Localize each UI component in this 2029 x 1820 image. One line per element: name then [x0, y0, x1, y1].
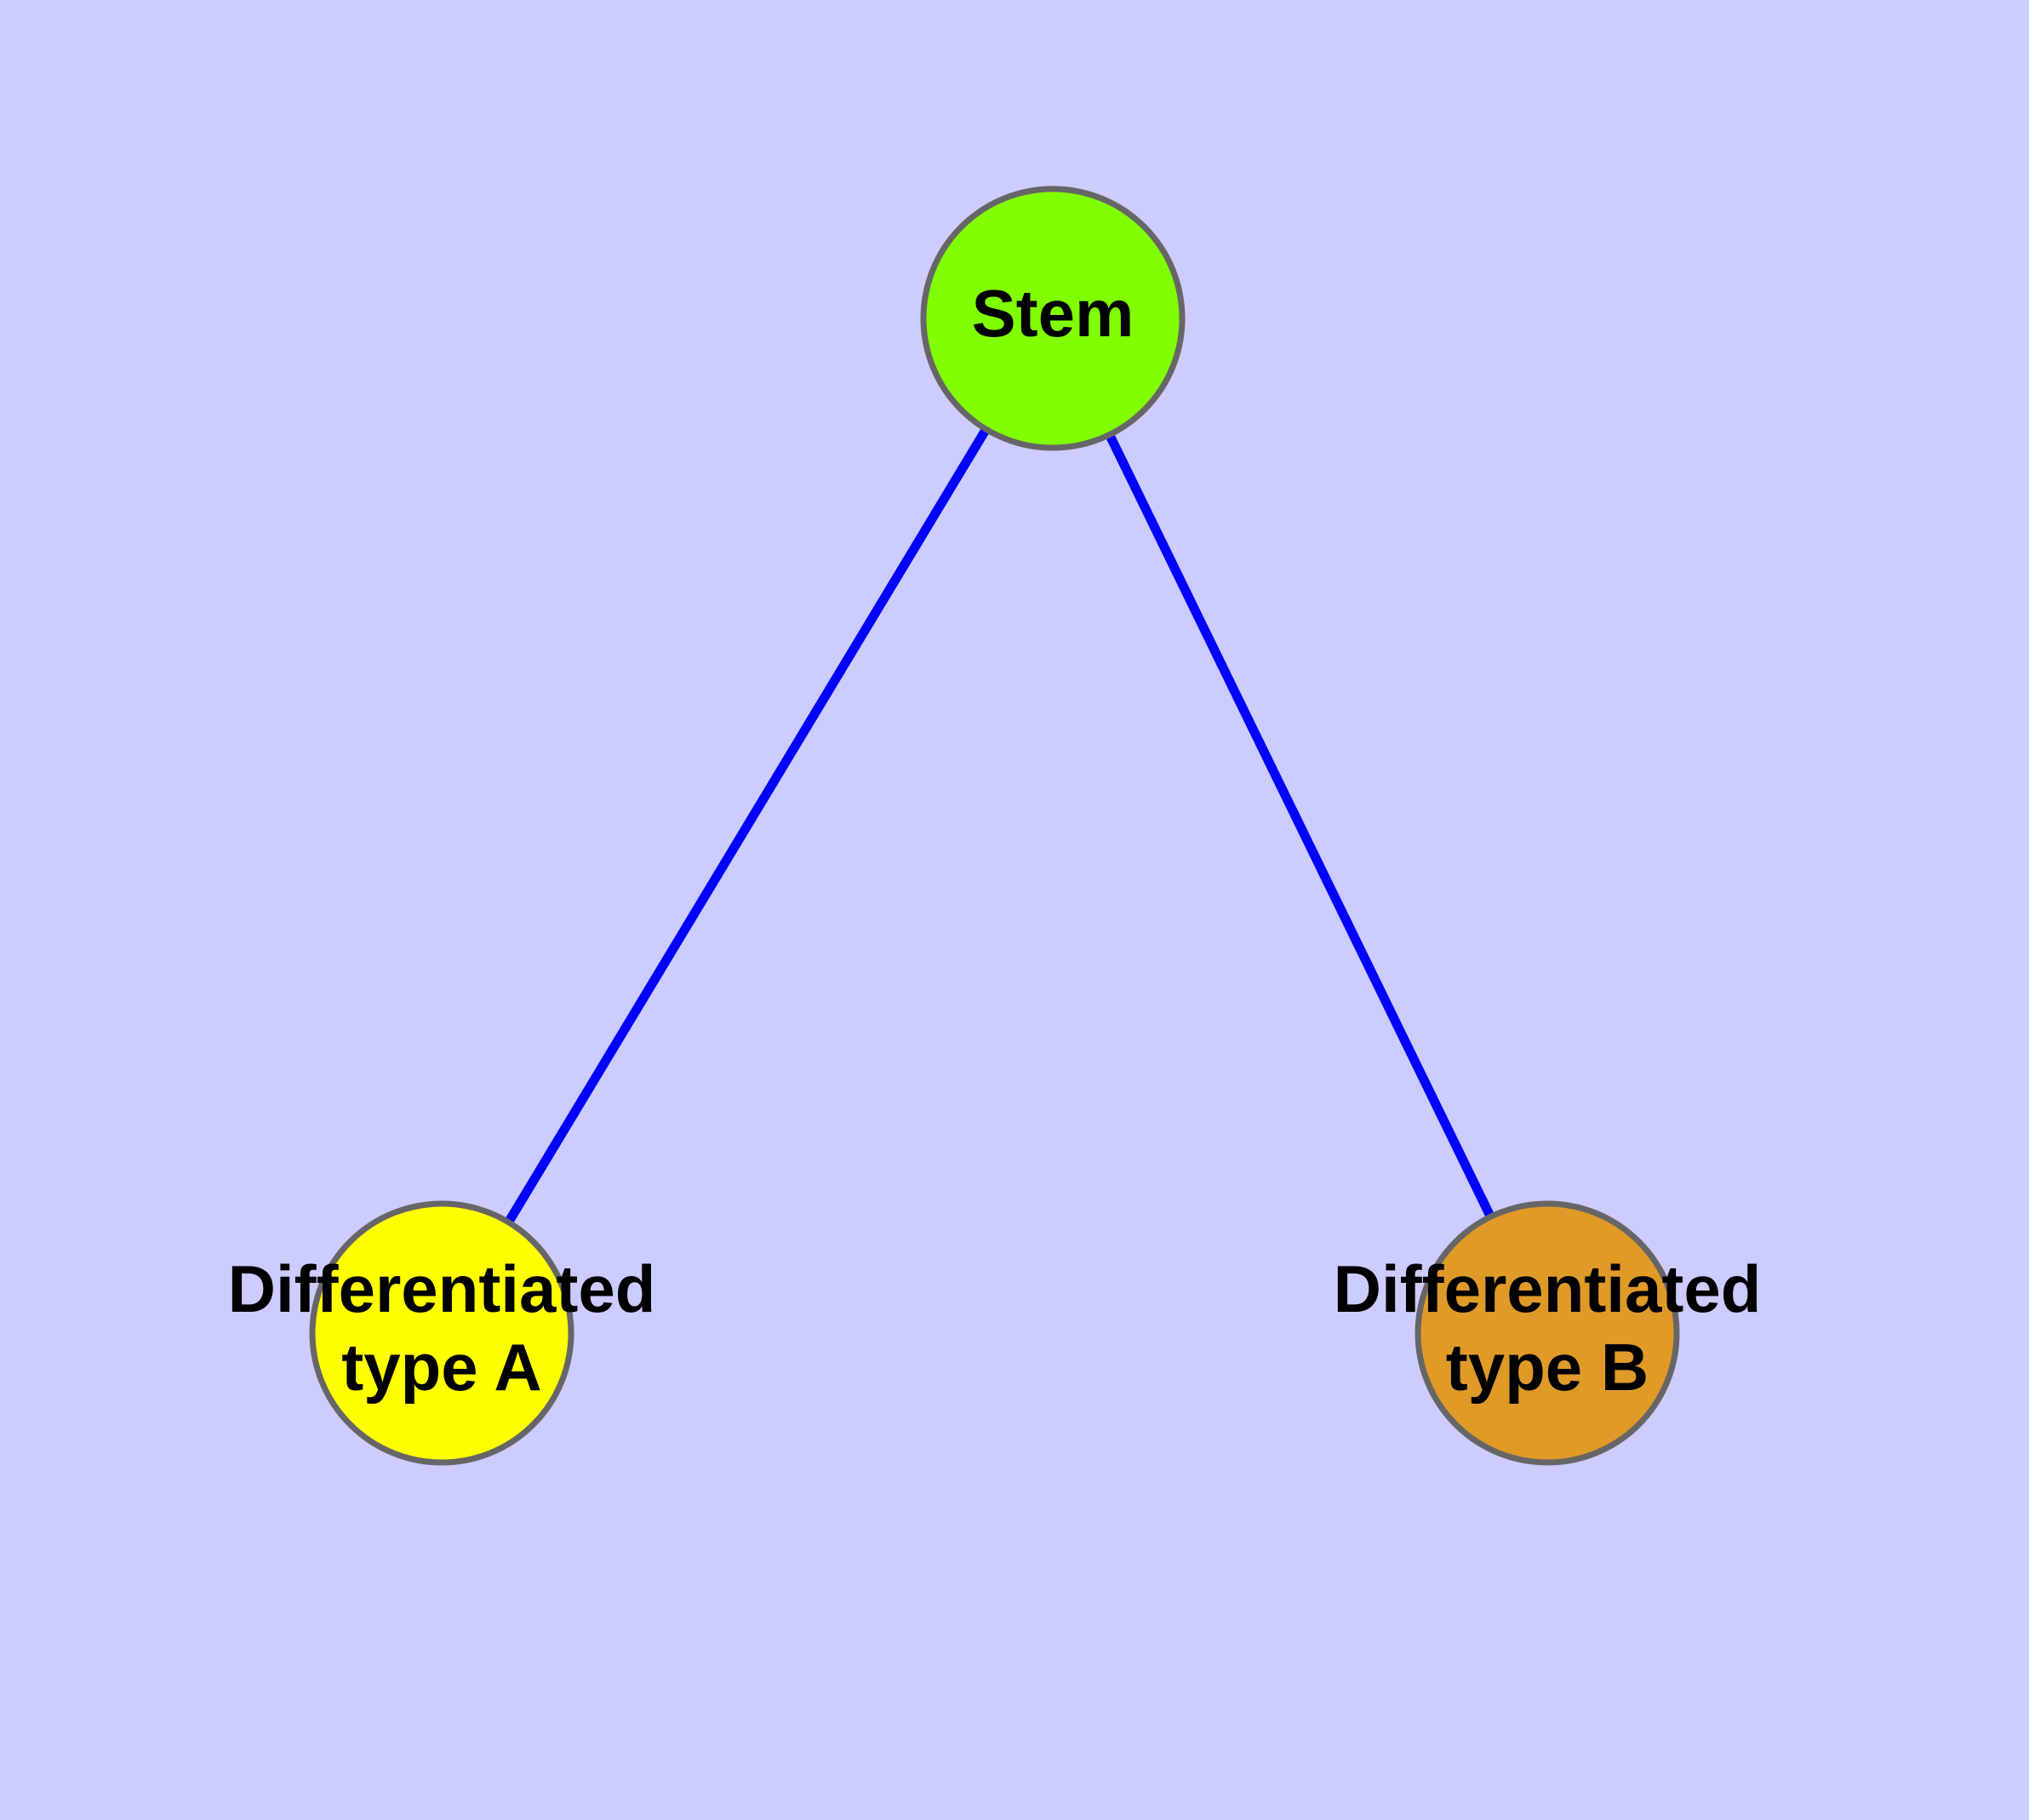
graph-edge-stem-to-a[interactable]: [503, 425, 992, 1227]
node-circle-diff_b[interactable]: [1415, 1200, 1680, 1466]
node-label-line: Differentiated: [228, 1251, 656, 1326]
node-label-line: Differentiated: [1334, 1251, 1762, 1326]
node-circle-diff_a[interactable]: [309, 1200, 574, 1466]
graph-node-stem[interactable]: Stem: [920, 186, 1186, 451]
node-label-line: type B: [1446, 1330, 1649, 1405]
node-label-line: type A: [341, 1330, 542, 1405]
graph-edge-stem-to-b[interactable]: [1104, 431, 1496, 1221]
node-circle-stem[interactable]: [920, 186, 1186, 451]
node-label-stem: Stem: [972, 276, 1135, 351]
edge-layer: [503, 425, 1496, 1227]
node-label-line: Stem: [972, 276, 1135, 351]
